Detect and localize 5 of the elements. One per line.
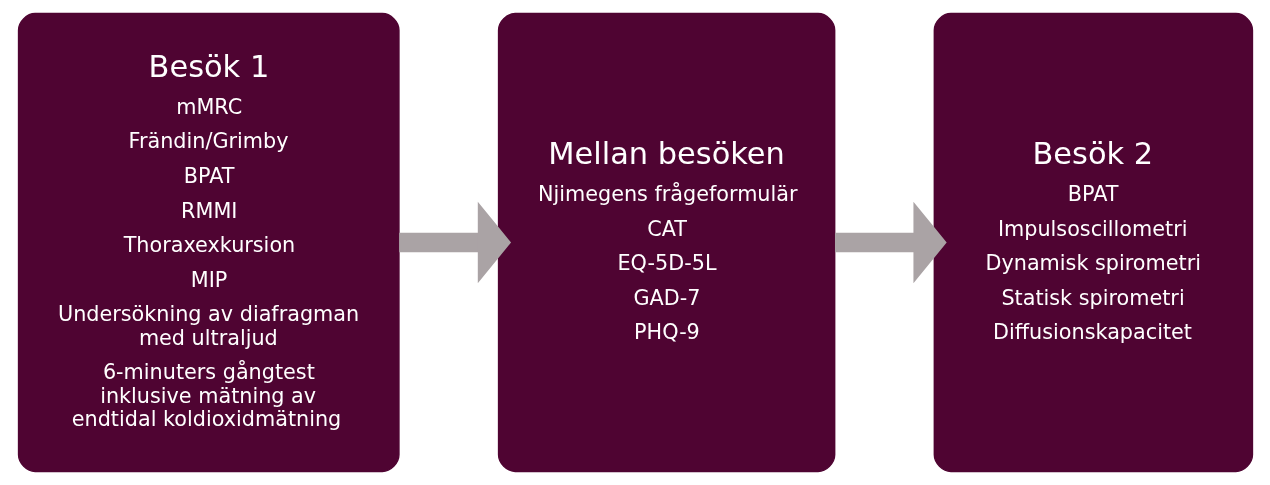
arrow — [834, 201, 947, 284]
arrow — [398, 201, 511, 284]
node-box: Besök 2 BPAT Impulsoscillometri Dynamisk spirometri Statisk spirometri Diffusionskapacitet — [933, 12, 1253, 473]
node-box: Besök 1 mMRC Frändin/Grimby BPAT RMMI Thoraxexkursion MIP Undersökning av diafragman med ultraljud 6-minuters gångtest inklusive mätning av endtidal koldioxidmätning — [17, 12, 400, 473]
node-box: Mellan besöken Njimegens frågeformulär CAT EQ-5D-5L GAD-7 PHQ-9 — [497, 12, 835, 473]
